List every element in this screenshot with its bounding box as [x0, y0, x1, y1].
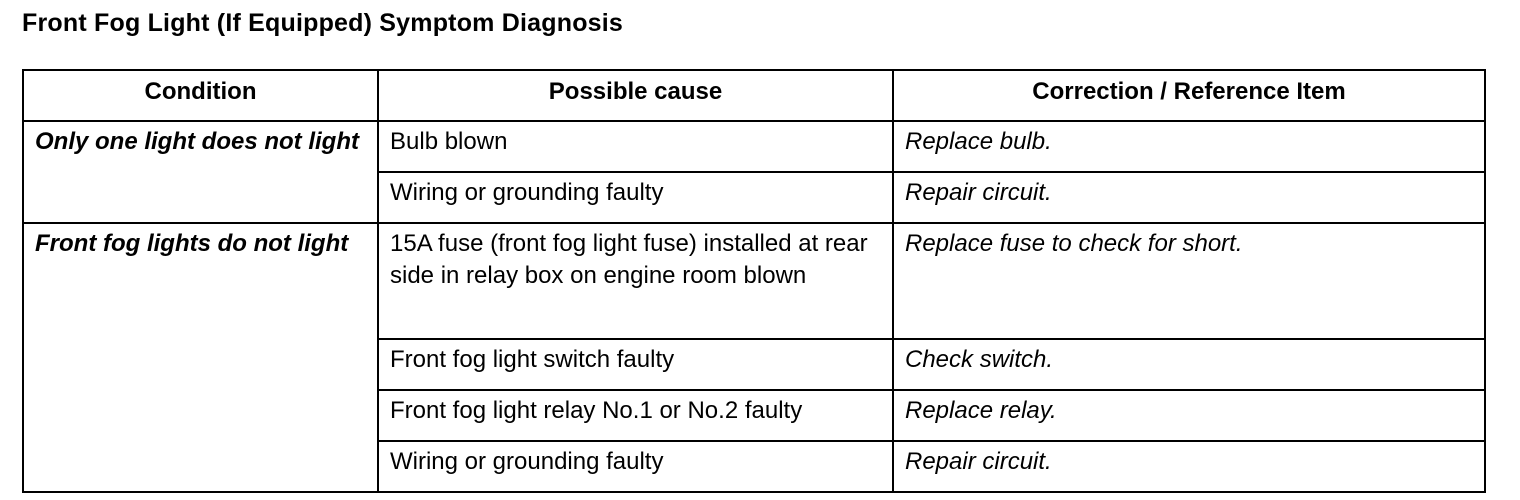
cause-cell: Front fog light switch faulty: [377, 338, 894, 391]
correction-cell: Replace fuse to check for short.: [892, 222, 1486, 340]
cause-cell: Bulb blown: [377, 120, 894, 173]
table-row: Front fog light switch faulty Check swit…: [23, 338, 1486, 391]
cause-cell: Front fog light relay No.1 or No.2 fault…: [377, 389, 894, 442]
table-header-row: Condition Possible cause Correction / Re…: [22, 69, 1486, 122]
condition-cell: Front fog lights do not light: [22, 222, 379, 493]
table-row: Front fog lights do not light 15A fuse (…: [22, 222, 1486, 493]
cause-cell: Wiring or grounding faulty: [377, 171, 894, 224]
correction-cell: Repair circuit.: [892, 440, 1486, 493]
column-header-condition: Condition: [22, 69, 379, 122]
correction-cell: Check switch.: [892, 338, 1486, 391]
correction-cell: Repair circuit.: [892, 171, 1486, 224]
table-row: Wiring or grounding faulty Repair circui…: [23, 171, 1486, 224]
table-row: Wiring or grounding faulty Repair circui…: [23, 440, 1486, 493]
symptom-diagnosis-table: Condition Possible cause Correction / Re…: [22, 69, 1486, 493]
column-header-possible-cause: Possible cause: [377, 69, 894, 122]
column-header-correction: Correction / Reference Item: [892, 69, 1486, 122]
table-row: Only one light does not light Bulb blown…: [22, 120, 1486, 224]
cause-cell: 15A fuse (front fog light fuse) installe…: [377, 222, 894, 340]
table-row: Front fog light relay No.1 or No.2 fault…: [23, 389, 1486, 442]
condition-cell: Only one light does not light: [22, 120, 379, 224]
correction-cell: Replace bulb.: [892, 120, 1486, 173]
cause-cell: Wiring or grounding faulty: [377, 440, 894, 493]
document-title: Front Fog Light (If Equipped) Symptom Di…: [22, 9, 624, 37]
correction-cell: Replace relay.: [892, 389, 1486, 442]
